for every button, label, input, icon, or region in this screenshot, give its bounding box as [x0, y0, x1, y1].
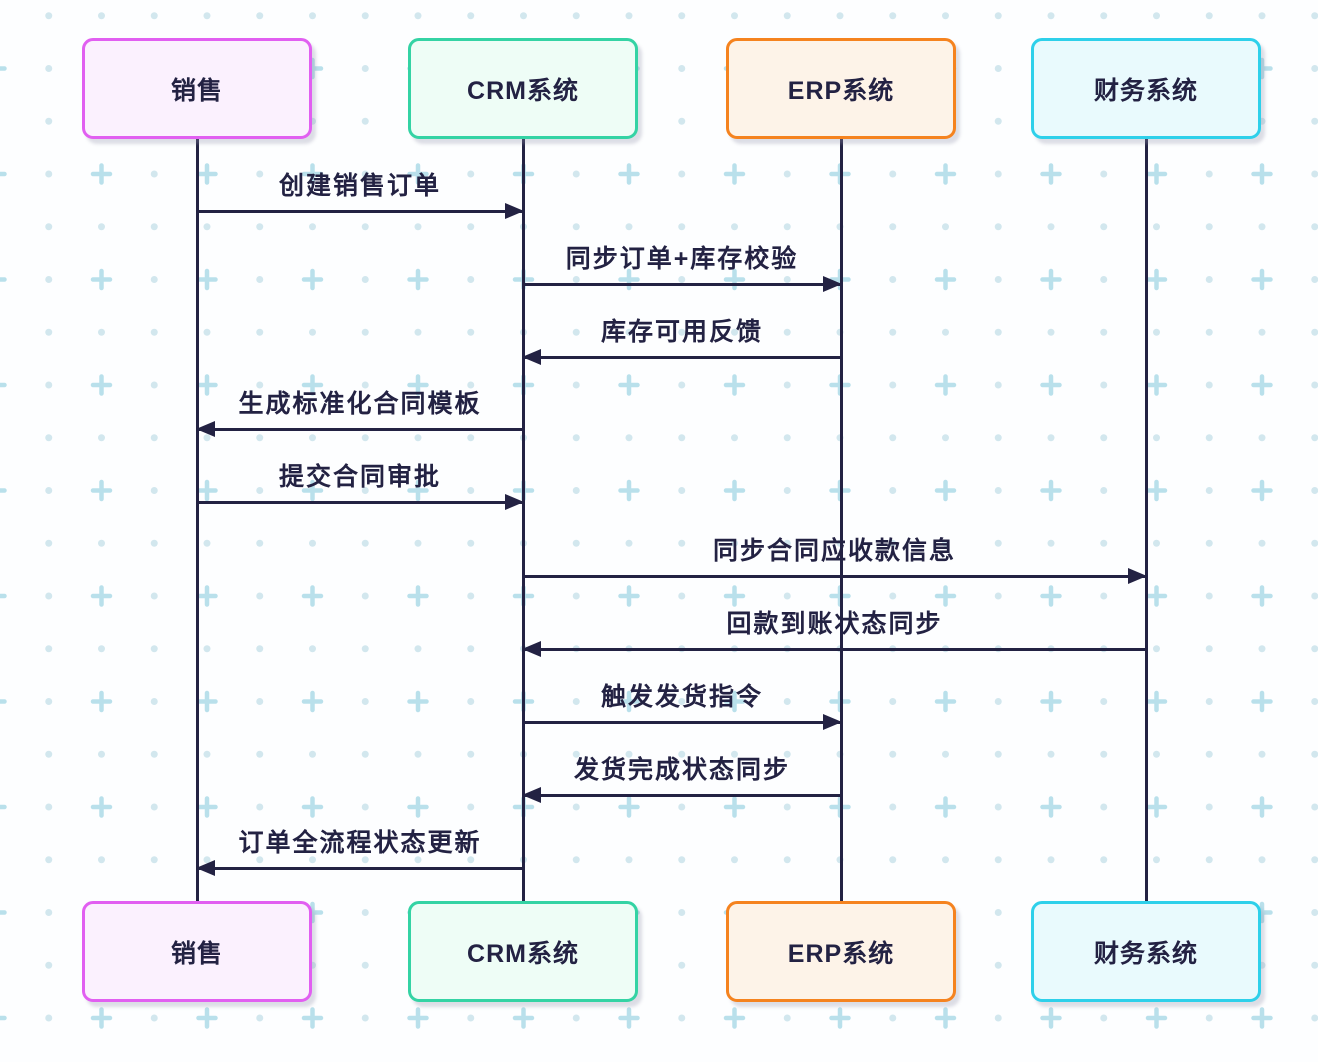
message-arrow-line — [197, 501, 523, 504]
actor-label: CRM系统 — [467, 939, 579, 968]
actor-erp-bottom: ERP系统 — [726, 901, 956, 1002]
lifeline-finance — [1144, 139, 1148, 903]
message-label: 回款到账状态同步 — [726, 610, 943, 638]
message-label: 同步订单+库存校验 — [565, 245, 799, 273]
arrowhead-left-icon — [522, 787, 541, 803]
message-arrow-line — [523, 283, 841, 286]
message-label: 同步合同应收款信息 — [712, 537, 956, 565]
message-sync-contract-receivables: 同步合同应收款信息 — [523, 531, 1147, 584]
message-label: 提交合同审批 — [278, 463, 441, 491]
message-label: 发货完成状态同步 — [573, 756, 790, 784]
actor-label: 财务系统 — [1093, 76, 1198, 105]
message-arrow-line — [523, 356, 841, 359]
actor-label: 销售 — [170, 76, 223, 105]
lifeline-erp — [839, 139, 843, 903]
message-label: 生成标准化合同模板 — [238, 390, 482, 418]
message-arrow-line — [523, 721, 841, 724]
message-arrow-line — [197, 210, 523, 213]
message-sync-order-inventory-check: 同步订单+库存校验 — [523, 239, 842, 292]
message-label: 库存可用反馈 — [600, 318, 763, 346]
actor-finance-bottom: 财务系统 — [1031, 901, 1261, 1002]
message-create-sales-order: 创建销售订单 — [197, 166, 524, 219]
message-submit-contract-approval: 提交合同审批 — [197, 457, 524, 510]
message-payment-received-status-sync: 回款到账状态同步 — [522, 604, 1146, 657]
arrowhead-right-icon — [823, 276, 842, 292]
actor-finance-top: 财务系统 — [1031, 38, 1261, 139]
message-generate-contract-template: 生成标准化合同模板 — [196, 384, 523, 437]
arrowhead-right-icon — [823, 714, 842, 730]
actor-label: 销售 — [170, 939, 223, 968]
actor-crm-bottom: CRM系统 — [408, 901, 638, 1002]
arrowhead-right-icon — [1128, 568, 1147, 584]
message-label: 创建销售订单 — [278, 172, 441, 200]
actor-label: ERP系统 — [787, 76, 895, 105]
message-arrow-line — [523, 794, 841, 797]
message-arrow-line — [523, 575, 1146, 578]
message-arrow-line — [197, 867, 523, 870]
actor-label: CRM系统 — [467, 76, 579, 105]
arrowhead-left-icon — [522, 641, 541, 657]
actor-sales-top: 销售 — [82, 38, 312, 139]
lifeline-crm — [521, 139, 525, 903]
message-label: 触发发货指令 — [600, 683, 763, 711]
message-inventory-available-feedback: 库存可用反馈 — [522, 312, 841, 365]
actor-crm-top: CRM系统 — [408, 38, 638, 139]
arrowhead-left-icon — [196, 421, 215, 437]
arrowhead-right-icon — [505, 494, 524, 510]
message-shipping-complete-status-sync: 发货完成状态同步 — [522, 750, 841, 803]
arrowhead-left-icon — [522, 349, 541, 365]
actor-erp-top: ERP系统 — [726, 38, 956, 139]
message-arrow-line — [197, 428, 523, 431]
actor-label: 财务系统 — [1093, 939, 1198, 968]
arrowhead-right-icon — [505, 203, 524, 219]
message-label: 订单全流程状态更新 — [238, 829, 482, 857]
message-trigger-shipping-instruction: 触发发货指令 — [523, 677, 842, 730]
arrowhead-left-icon — [196, 860, 215, 876]
lifeline-sales — [195, 139, 199, 903]
message-full-order-status-update: 订单全流程状态更新 — [196, 823, 523, 876]
message-arrow-line — [523, 648, 1146, 651]
actor-label: ERP系统 — [787, 939, 895, 968]
actor-sales-bottom: 销售 — [82, 901, 312, 1002]
